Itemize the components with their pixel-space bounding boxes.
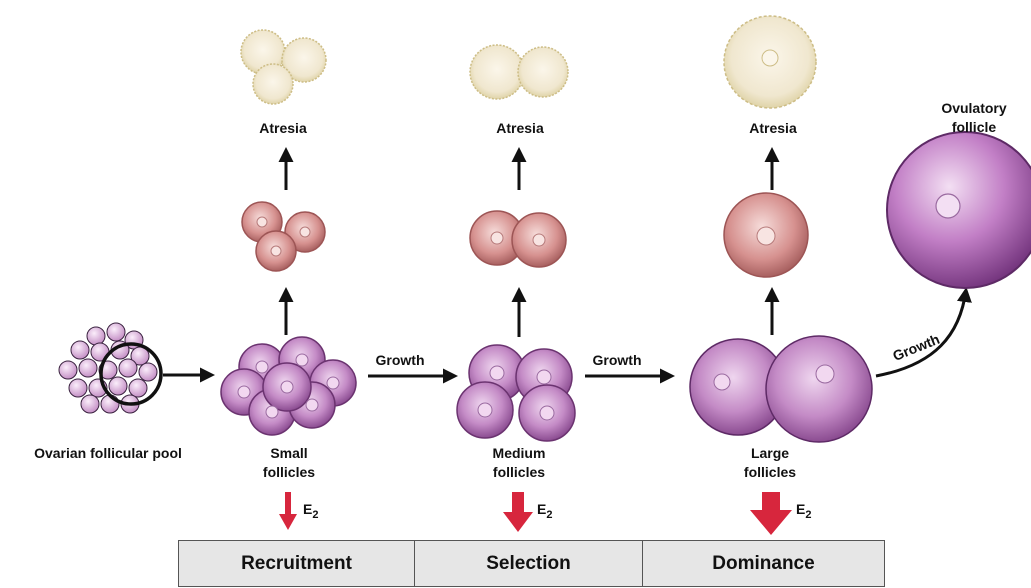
stage-table: Recruitment Selection Dominance	[178, 540, 885, 587]
growth-label-2: Growth	[593, 352, 642, 368]
estradiol-arrow-small: E2	[279, 492, 318, 530]
large-follicles	[690, 336, 872, 442]
small-follicles-label-line2: follicles	[263, 464, 315, 480]
estradiol-arrow-large: E2	[750, 492, 811, 535]
arrow-large-to-ovulatory	[876, 290, 966, 376]
medium-atretic-follicles	[470, 211, 566, 267]
ovulatory-label-line2: follicle	[952, 119, 997, 135]
large-follicles-label-line1: Large	[751, 445, 789, 461]
large-dead-follicle	[724, 16, 816, 108]
medium-dead-follicles	[470, 45, 568, 99]
small-dead-follicles	[241, 30, 326, 104]
growth-label-3: Growth	[890, 331, 941, 364]
pool-label: Ovarian follicular pool	[34, 445, 182, 461]
ovulatory-follicle	[887, 132, 1031, 288]
small-follicles-label-line1: Small	[270, 445, 307, 461]
medium-follicles	[457, 345, 575, 441]
stage-selection: Selection	[415, 541, 643, 586]
atresia-label-large: Atresia	[749, 120, 797, 136]
estradiol-arrow-medium: E2	[503, 492, 552, 532]
stage-recruitment: Recruitment	[179, 541, 415, 586]
large-atretic-follicle	[724, 193, 808, 277]
small-atretic-follicles	[242, 202, 325, 271]
estradiol-label-large: E2	[796, 501, 811, 521]
large-follicles-label-line2: follicles	[744, 464, 796, 480]
atresia-label-small: Atresia	[259, 120, 307, 136]
medium-follicles-label-line1: Medium	[493, 445, 546, 461]
estradiol-label-medium: E2	[537, 501, 552, 521]
medium-follicles-label-line2: follicles	[493, 464, 545, 480]
small-follicles	[221, 337, 356, 435]
atresia-label-medium: Atresia	[496, 120, 544, 136]
stage-dominance: Dominance	[643, 541, 884, 586]
ovulatory-label-line1: Ovulatory	[941, 100, 1007, 116]
growth-label-1: Growth	[376, 352, 425, 368]
ovarian-follicular-pool	[59, 323, 161, 413]
estradiol-label-small: E2	[303, 501, 318, 521]
